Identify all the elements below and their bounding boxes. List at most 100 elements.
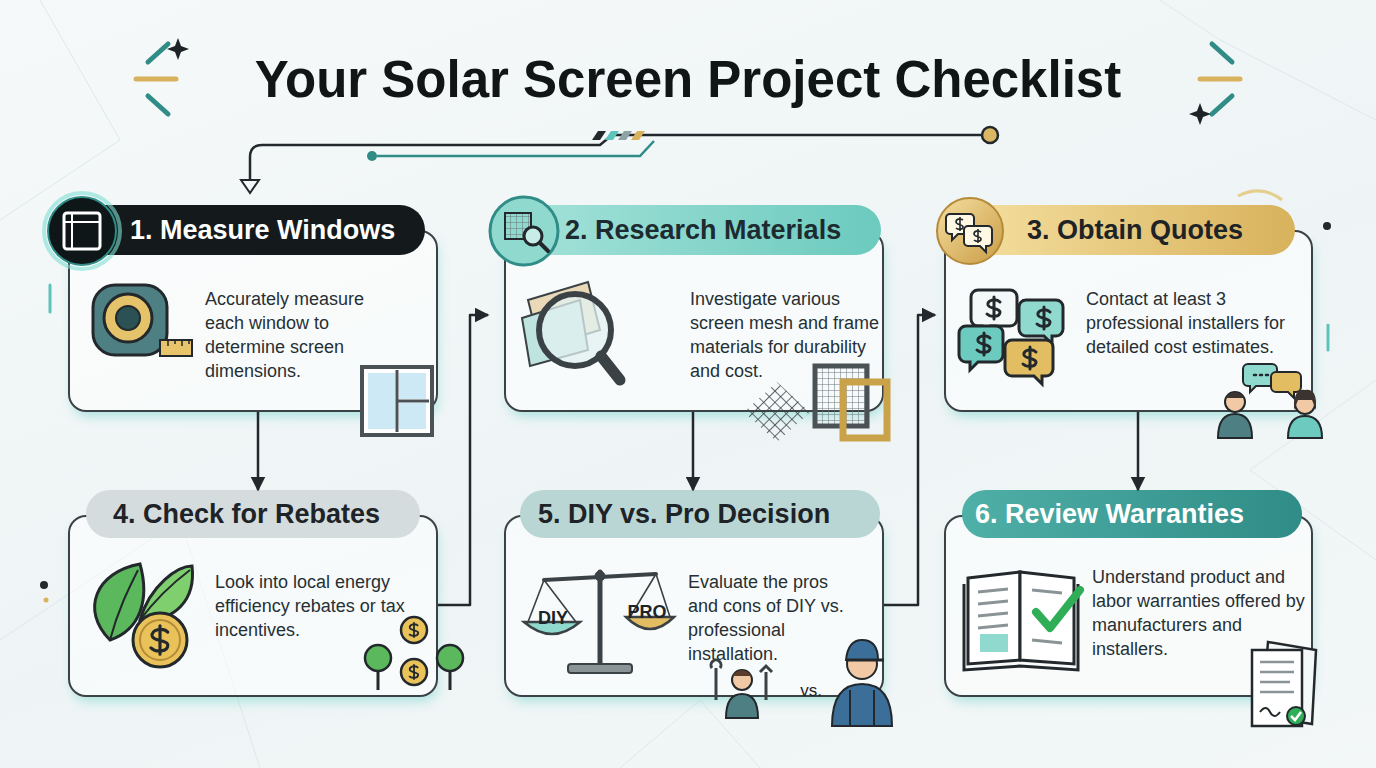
title-leader-line-part	[241, 180, 259, 193]
workers-icon-part	[760, 666, 772, 700]
side-ticks-part	[1327, 325, 1330, 350]
icon-circle-research-part	[490, 197, 558, 265]
icon-circle-quotes-part	[964, 226, 992, 252]
step-description: Evaluate the pros and cons of DIY vs. pr…	[688, 570, 853, 666]
versus-label: vs.	[800, 681, 822, 701]
tape-measure-icon-part	[93, 285, 167, 355]
balance-scale-icon-part	[544, 574, 656, 580]
warranty-book-icon-part	[1036, 590, 1080, 628]
people-icon-part	[1294, 390, 1316, 410]
price-bubbles-icon-part-part	[1037, 307, 1050, 329]
icon-circle-measure-part	[44, 193, 120, 269]
title-leader-line-part	[605, 131, 619, 140]
warranty-book-icon-part	[978, 589, 1062, 643]
price-bubbles-icon-part	[1005, 340, 1053, 384]
workers-icon-part	[711, 660, 721, 700]
price-bubbles-icon-part-part	[1023, 347, 1036, 369]
window-icon-part	[399, 403, 426, 429]
contract-document-icon-part	[1262, 642, 1316, 724]
step-heading-pill: 4. Check for Rebates	[86, 490, 420, 538]
workers-icon-part	[850, 690, 874, 726]
contract-document-icon	[1252, 642, 1316, 726]
window-icon-part	[397, 370, 429, 432]
tape-measure-icon-part	[116, 306, 140, 330]
warranty-book-icon	[964, 572, 1080, 670]
title-leader-line-part	[377, 141, 654, 156]
price-bubbles-icon-part	[971, 290, 1017, 334]
workers-icon-part	[847, 649, 877, 679]
frame-sample-icon-part	[815, 366, 867, 426]
icon-circle-quotes-part	[937, 198, 1003, 264]
trees-coins-icon-part	[401, 617, 427, 643]
contract-document-icon-part	[1291, 712, 1301, 720]
step-description: Accurately measure each window to determ…	[205, 287, 405, 383]
step-heading: 4. Check for Rebates	[113, 498, 380, 530]
people-icon	[1218, 364, 1322, 438]
icon-circle-measure-part	[64, 213, 100, 249]
leaf-coin-icon	[95, 564, 193, 667]
title-leader-line-part	[367, 151, 377, 161]
step-heading: 5. DIY vs. Pro Decision	[538, 498, 830, 530]
leaf-coin-icon-part	[95, 564, 144, 640]
title-leader-line-part	[618, 131, 632, 140]
title-decor-right-part	[1200, 77, 1240, 82]
step-heading: 6. Review Warranties	[975, 498, 1244, 530]
title-decor-right-part	[1189, 103, 1211, 125]
window-icon-part	[368, 373, 395, 429]
price-bubbles-icon-part	[977, 297, 1050, 369]
icon-circle-research-part	[524, 227, 542, 245]
balance-scale-icon-part	[568, 664, 632, 673]
price-bubbles-icon-part-part	[987, 297, 1000, 319]
step-heading-pill: 5. DIY vs. Pro Decision	[520, 490, 880, 538]
flow-arrow	[438, 315, 488, 605]
checklist-card: 1. Measure WindowsAccurately measure eac…	[45, 195, 437, 412]
people-icon-part	[1288, 416, 1322, 438]
workers-icon-part	[846, 659, 884, 662]
price-bubbles-icon-part	[959, 326, 1003, 370]
step-heading-pill: 3. Obtain Quotes	[945, 205, 1295, 255]
workers-icon-part	[832, 684, 892, 726]
contract-document-icon-part	[1252, 650, 1302, 726]
title-decor-left-part	[148, 44, 168, 62]
icon-circle-measure	[44, 193, 120, 269]
icon-circle-quotes-part	[974, 229, 981, 243]
people-icon-part	[1225, 392, 1245, 412]
window-icon-part	[399, 373, 426, 399]
flow-arrow	[1137, 412, 1140, 490]
trees-coins-icon	[365, 617, 463, 690]
icon-circle-research-part	[505, 213, 531, 239]
step-heading: 1. Measure Windows	[130, 214, 395, 246]
faint-grid-lines-part	[1160, 0, 1376, 120]
icon-circle-quotes-part	[956, 217, 963, 231]
magnifier-icon-part	[528, 282, 600, 348]
magnifier-icon-part	[601, 356, 620, 380]
contract-document-icon-part	[1260, 662, 1294, 692]
frame-sample-icon-part	[843, 382, 887, 438]
mesh-sample-icon	[744, 382, 810, 442]
people-icon-part	[1225, 392, 1245, 398]
window-icon-part	[362, 367, 432, 435]
price-bubbles-icon	[959, 290, 1063, 384]
icon-circle-measure-part	[48, 197, 116, 265]
step-heading-pill: 2. Research Materials	[503, 205, 881, 255]
people-icon-part	[1295, 394, 1315, 414]
balance-scale-icon	[524, 571, 674, 673]
leaf-coin-icon-part	[140, 566, 192, 620]
mesh-sample-icon-part	[744, 382, 810, 442]
icon-circle-research	[490, 197, 558, 265]
side-ticks-part	[1323, 222, 1331, 230]
title-decor-left-part	[167, 38, 189, 60]
flow-arrow	[257, 412, 260, 490]
balance-scale-icon-part	[595, 571, 605, 581]
workers-icon-part	[732, 670, 752, 690]
title-leader-line-part	[250, 135, 982, 180]
step-description: Look into local energy efficiency rebate…	[215, 570, 425, 642]
checklist-card: 4. Check for RebatesLook into local ener…	[68, 490, 438, 697]
people-icon-part	[1218, 414, 1252, 438]
trees-coins-icon-part	[378, 668, 450, 690]
title-leader-line-part	[982, 127, 998, 143]
